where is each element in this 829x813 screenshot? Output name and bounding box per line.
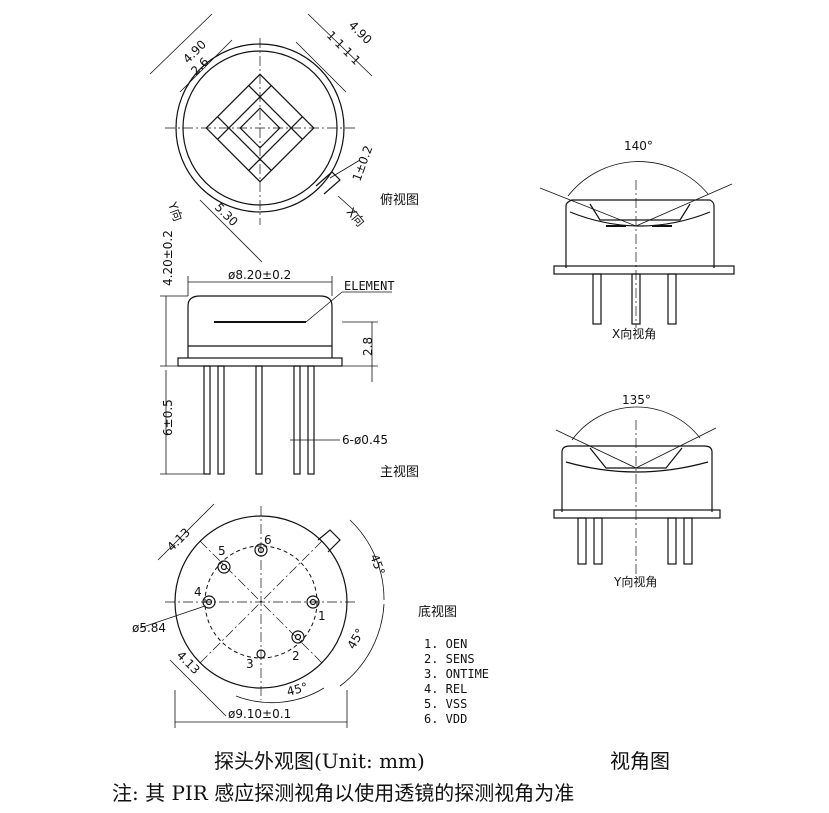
dim-pcd: ø5.84 — [132, 621, 166, 635]
dim-pin-offset-bottom: 4.13 — [174, 648, 203, 677]
top-view-window — [205, 73, 315, 183]
top-view-title: 俯视图 — [380, 192, 419, 208]
y-view-body — [561, 445, 713, 512]
x-view-flange — [553, 265, 735, 275]
dim-line-tab — [329, 159, 361, 179]
pin-label-6: 6 — [264, 533, 272, 547]
caption-left: 探头外观图(Unit: mm) — [214, 749, 425, 773]
dim-line-x — [337, 195, 359, 215]
pin-list: 1. OEN 2. SENS 3. ONTIME 4. REL 5. VSS 6… — [424, 637, 489, 726]
element-leader — [305, 291, 343, 323]
x-view-body — [565, 199, 715, 268]
dim-base: ø9.10±0.1 — [228, 707, 291, 721]
top-view-tab — [315, 171, 341, 195]
element-label: ELEMENT — [344, 279, 395, 293]
pin-5 — [217, 560, 231, 574]
pin-label-3: 3 — [246, 657, 254, 671]
dim-line-left-inner — [179, 39, 233, 93]
pin-label-5: 5 — [218, 544, 226, 558]
dim-tab: 1±0.2 — [350, 144, 376, 183]
pin-list-item: 4. REL — [424, 682, 467, 696]
pin-6 — [254, 543, 268, 557]
dim-line-radius — [199, 199, 263, 263]
pin-label-2: 2 — [292, 649, 300, 663]
front-view-leads — [203, 365, 315, 475]
x-view-angle: 140° X向视角 — [539, 139, 735, 341]
pin-list-item: 6. VDD — [424, 712, 467, 726]
pin-list-item: 3. ONTIME — [424, 667, 489, 681]
bottom-view: 1 2 3 4 5 6 4.13 4.13 ø5.84 ø9.10±0.1 45… — [132, 503, 457, 728]
front-view-cap — [187, 295, 333, 358]
angle-arc-top — [349, 519, 385, 601]
dim-height: 4.20±0.2 — [161, 230, 175, 286]
pin-1 — [306, 595, 320, 609]
pin-list-item: 2. SENS — [424, 652, 475, 666]
dim-element: 2.8 — [361, 337, 375, 356]
pin-2 — [291, 630, 305, 644]
caption-right: 视角图 — [610, 749, 670, 773]
y-view-angle-label: 135° — [622, 393, 651, 407]
bottom-view-tab — [317, 529, 341, 553]
front-view-title: 主视图 — [380, 465, 419, 480]
dim-line-left — [149, 13, 213, 75]
pin-3 — [256, 649, 266, 659]
pin-label-1: 1 — [318, 609, 326, 623]
y-view-flange — [553, 509, 721, 519]
pin-4 — [202, 595, 216, 609]
front-view-flange — [177, 357, 343, 367]
x-view-arc — [567, 161, 709, 197]
pin-list-item: 1. OEN — [424, 637, 467, 651]
angle-top: 45° — [367, 552, 387, 577]
pin-list-item: 5. VSS — [424, 697, 467, 711]
y-view-angle: 135° Y向视角 — [553, 393, 721, 589]
dim-line-right — [307, 13, 373, 77]
dim-line-right-inner — [295, 41, 347, 93]
angle-arc-bottom — [235, 687, 325, 703]
dim-window-outer-right: 4.90 — [346, 18, 375, 47]
bottom-view-title: 底视图 — [418, 604, 457, 620]
y-axis-label: Y向 — [165, 199, 186, 223]
front-view: ELEMENT ø8.20±0.2 4.20±0.2 2.8 6±0.5 6-ø… — [160, 230, 419, 480]
top-view: 4.90 2.6 4.90 1 1 1 1 1±0.2 5.30 Y向 X向 俯… — [149, 13, 419, 263]
x-axis-label: X向 — [344, 204, 368, 229]
footer-note: 注: 其 PIR 感应探测视角以使用透镜的探测视角为准 — [112, 781, 574, 805]
dim-radius: 5.30 — [212, 200, 241, 229]
angle-right: 45° — [344, 626, 367, 651]
x-view-lens — [589, 203, 691, 221]
y-view-caption: Y向视角 — [613, 574, 657, 589]
pin-label-4: 4 — [194, 585, 202, 599]
dim-cap-diameter: ø8.20±0.2 — [228, 268, 291, 282]
y-view-arc — [571, 406, 701, 441]
x-view-caption: X向视角 — [612, 326, 656, 341]
dim-leads: 6±0.5 — [161, 399, 175, 436]
angle-bottom: 45° — [285, 680, 309, 699]
dim-lead-diameter: 6-ø0.45 — [342, 433, 388, 447]
angle-arc-right — [339, 603, 385, 687]
x-view-angle-label: 140° — [624, 139, 653, 153]
